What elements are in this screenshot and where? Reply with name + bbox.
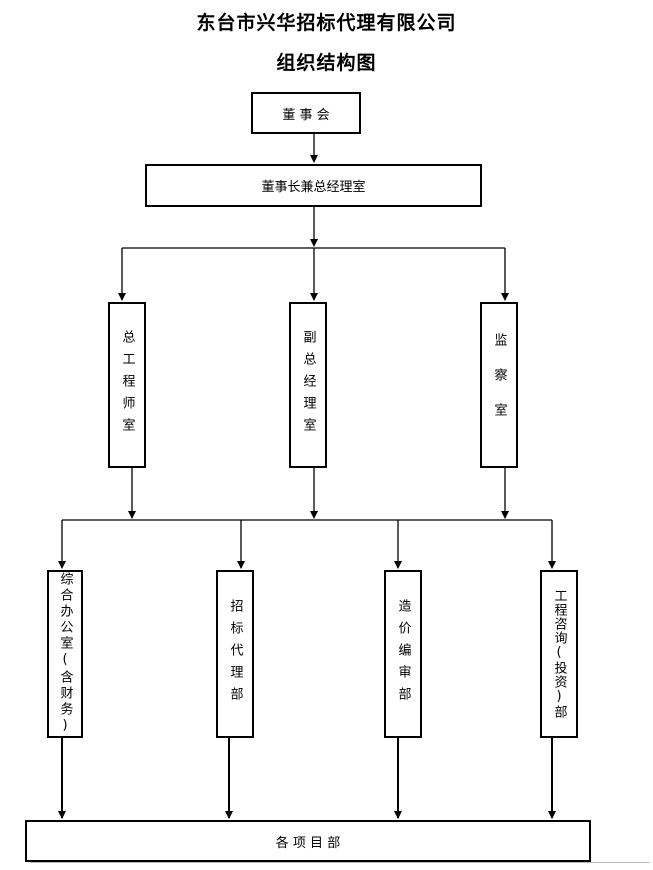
- node-general-office-label: 综合办公室(含财务): [57, 572, 73, 736]
- node-vice-gm-label: 副总经理室: [300, 330, 316, 440]
- node-general-office: 综合办公室(含财务): [47, 570, 83, 738]
- node-chairman: 董事长兼总经理室: [145, 164, 482, 207]
- node-consulting: 工程咨询(投资)部: [540, 570, 578, 738]
- node-chairman-label: 董事长兼总经理室: [261, 180, 366, 195]
- page-subtitle: 组织结构图: [276, 52, 377, 74]
- node-bidding-label: 招标代理部: [227, 599, 243, 709]
- node-projects: 各 项 目 部: [25, 820, 591, 862]
- node-board: 董 事 会: [251, 92, 361, 134]
- node-supervision: 监察室: [480, 302, 518, 468]
- node-consulting-label: 工程咨询(投资)部: [551, 589, 567, 719]
- node-bidding: 招标代理部: [216, 570, 254, 738]
- node-vice-gm: 副总经理室: [289, 302, 327, 468]
- node-costing-label: 造价编审部: [395, 599, 411, 709]
- node-board-label: 董 事 会: [282, 107, 330, 123]
- page-bottom-divider: [30, 862, 650, 863]
- node-costing: 造价编审部: [384, 570, 422, 738]
- node-chief-engineer-label: 总工程师室: [119, 330, 135, 440]
- node-supervision-label: 监察室: [491, 332, 507, 438]
- page-title: 东台市兴华招标代理有限公司: [196, 12, 457, 34]
- node-projects-label: 各 项 目 部: [275, 835, 341, 851]
- node-chief-engineer: 总工程师室: [108, 302, 146, 468]
